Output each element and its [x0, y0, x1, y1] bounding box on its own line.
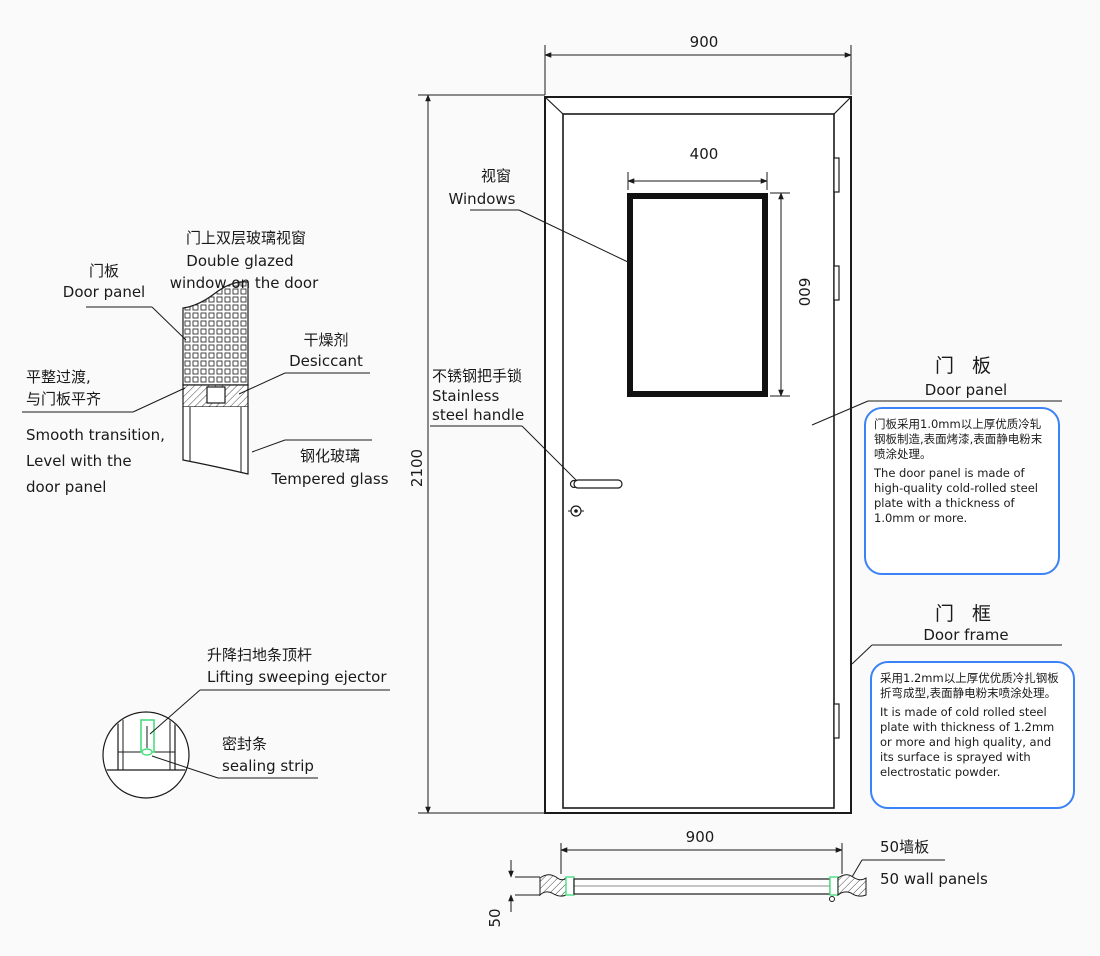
dimension-door-width-label: 900 — [690, 33, 719, 51]
label-detail-door-panel-cn: 门板 — [89, 262, 119, 280]
label-ejector: 升降扫地条顶杆 Lifting sweeping ejector — [149, 646, 390, 735]
label-smooth-en-3: door panel — [26, 478, 106, 496]
label-smooth-cn-1: 平整过渡, — [26, 368, 91, 386]
label-ejector-en: Lifting sweeping ejector — [207, 668, 387, 686]
callout-door-frame: 采用1.2mm以上厚优优质冷扎钢板折弯成型,表面静电粉末喷涂处理。 It is … — [870, 661, 1075, 809]
label-windows: 视窗 Windows — [449, 167, 631, 264]
dimension-wall-label: 50 — [486, 908, 504, 927]
tempered-glass — [182, 407, 249, 475]
label-windows-en: Windows — [449, 190, 516, 208]
label-seal-cn: 密封条 — [222, 735, 267, 753]
label-glazed-cn: 门上双层玻璃视窗 — [186, 229, 306, 247]
label-seal-en: sealing strip — [222, 757, 314, 775]
heading-door-frame-en: Door frame — [923, 626, 1008, 644]
callout-door-frame-cn: 采用1.2mm以上厚优优质冷扎钢板折弯成型,表面静电粉末喷涂处理。 — [880, 671, 1059, 700]
heading-door-panel: 门 板 Door panel — [811, 355, 1062, 426]
dimension-window-height-label: 600 — [795, 278, 813, 307]
hinge-middle-icon — [833, 265, 840, 301]
label-ejector-cn: 升降扫地条顶杆 — [207, 646, 312, 664]
dimension-window-width: 400 — [627, 145, 768, 190]
heading-door-panel-en: Door panel — [925, 381, 1007, 399]
label-tempered-cn: 钢化玻璃 — [300, 447, 360, 465]
label-desiccant: 干燥剂 Desiccant — [238, 331, 370, 395]
label-glazed-en-1: Double glazed — [186, 252, 293, 270]
door-panel-foam — [182, 281, 249, 386]
sweep-detail — [102, 711, 190, 799]
glass-section-detail — [182, 281, 249, 475]
dimension-frame-width-label: 900 — [686, 828, 715, 846]
label-glazed-en-2: window on the door — [170, 274, 319, 292]
heading-door-frame-cn: 门 框 — [935, 603, 997, 625]
hinge-top-icon — [833, 157, 840, 193]
door-elevation — [544, 96, 852, 814]
heading-door-frame: 门 框 Door frame — [851, 603, 1062, 665]
label-detail-door-panel-en: Door panel — [63, 283, 145, 301]
heading-door-panel-cn: 门 板 — [935, 355, 997, 377]
dimension-window-height: 600 — [770, 192, 813, 397]
dimension-window-width-label: 400 — [690, 145, 719, 163]
label-windows-cn: 视窗 — [481, 167, 511, 185]
label-desiccant-cn: 干燥剂 — [303, 331, 348, 349]
label-detail-door-panel: 门板 Door panel — [63, 262, 187, 341]
dimension-door-height: 2100 — [408, 94, 545, 814]
desiccant-icon — [206, 386, 226, 404]
callout-door-panel-en: The door panel is made of high-quality c… — [874, 466, 1038, 525]
label-wall-panels: 50墙板 50 wall panels — [851, 838, 988, 888]
door-window — [627, 193, 768, 397]
label-wall-en: 50 wall panels — [880, 870, 988, 888]
callout-door-frame-en: It is made of cold rolled steel plate wi… — [880, 705, 1055, 779]
sealing-strip-icon — [141, 748, 153, 756]
label-handle-en-2: steel handle — [432, 406, 524, 424]
label-double-glazed: 门上双层玻璃视窗 Double glazed window on the doo… — [170, 229, 319, 292]
label-smooth-en-2: Level with the — [26, 452, 132, 470]
dimension-door-height-label: 2100 — [408, 449, 426, 487]
label-desiccant-en: Desiccant — [289, 352, 363, 370]
callout-door-panel: 门板采用1.0mm以上厚优质冷轧钢板制造,表面烤漆,表面静电粉末喷涂处理。 Th… — [864, 407, 1060, 575]
label-handle: 不锈钢把手锁 Stainless steel handle — [430, 367, 578, 482]
plan-section: 900 50 — [486, 828, 867, 928]
label-wall-cn: 50墙板 — [880, 838, 929, 856]
label-smooth-cn-2: 与门板平齐 — [26, 390, 101, 408]
keyhole-icon — [568, 505, 584, 517]
dimension-door-width: 900 — [544, 33, 852, 95]
label-handle-cn: 不锈钢把手锁 — [432, 367, 522, 385]
label-tempered-en: Tempered glass — [270, 470, 388, 488]
label-smooth-en-1: Smooth transition, — [26, 426, 165, 444]
label-handle-en-1: Stainless — [432, 387, 499, 405]
hinge-bottom-icon — [833, 703, 840, 739]
label-tempered-glass: 钢化玻璃 Tempered glass — [251, 439, 389, 488]
label-sealing-strip: 密封条 sealing strip — [151, 735, 318, 779]
handle-icon — [569, 479, 623, 489]
label-smooth-transition: 平整过渡, 与门板平齐 Smooth transition, Level wit… — [22, 368, 186, 496]
callout-door-panel-cn: 门板采用1.0mm以上厚优质冷轧钢板制造,表面烤漆,表面静电粉末喷涂处理。 — [874, 417, 1043, 461]
